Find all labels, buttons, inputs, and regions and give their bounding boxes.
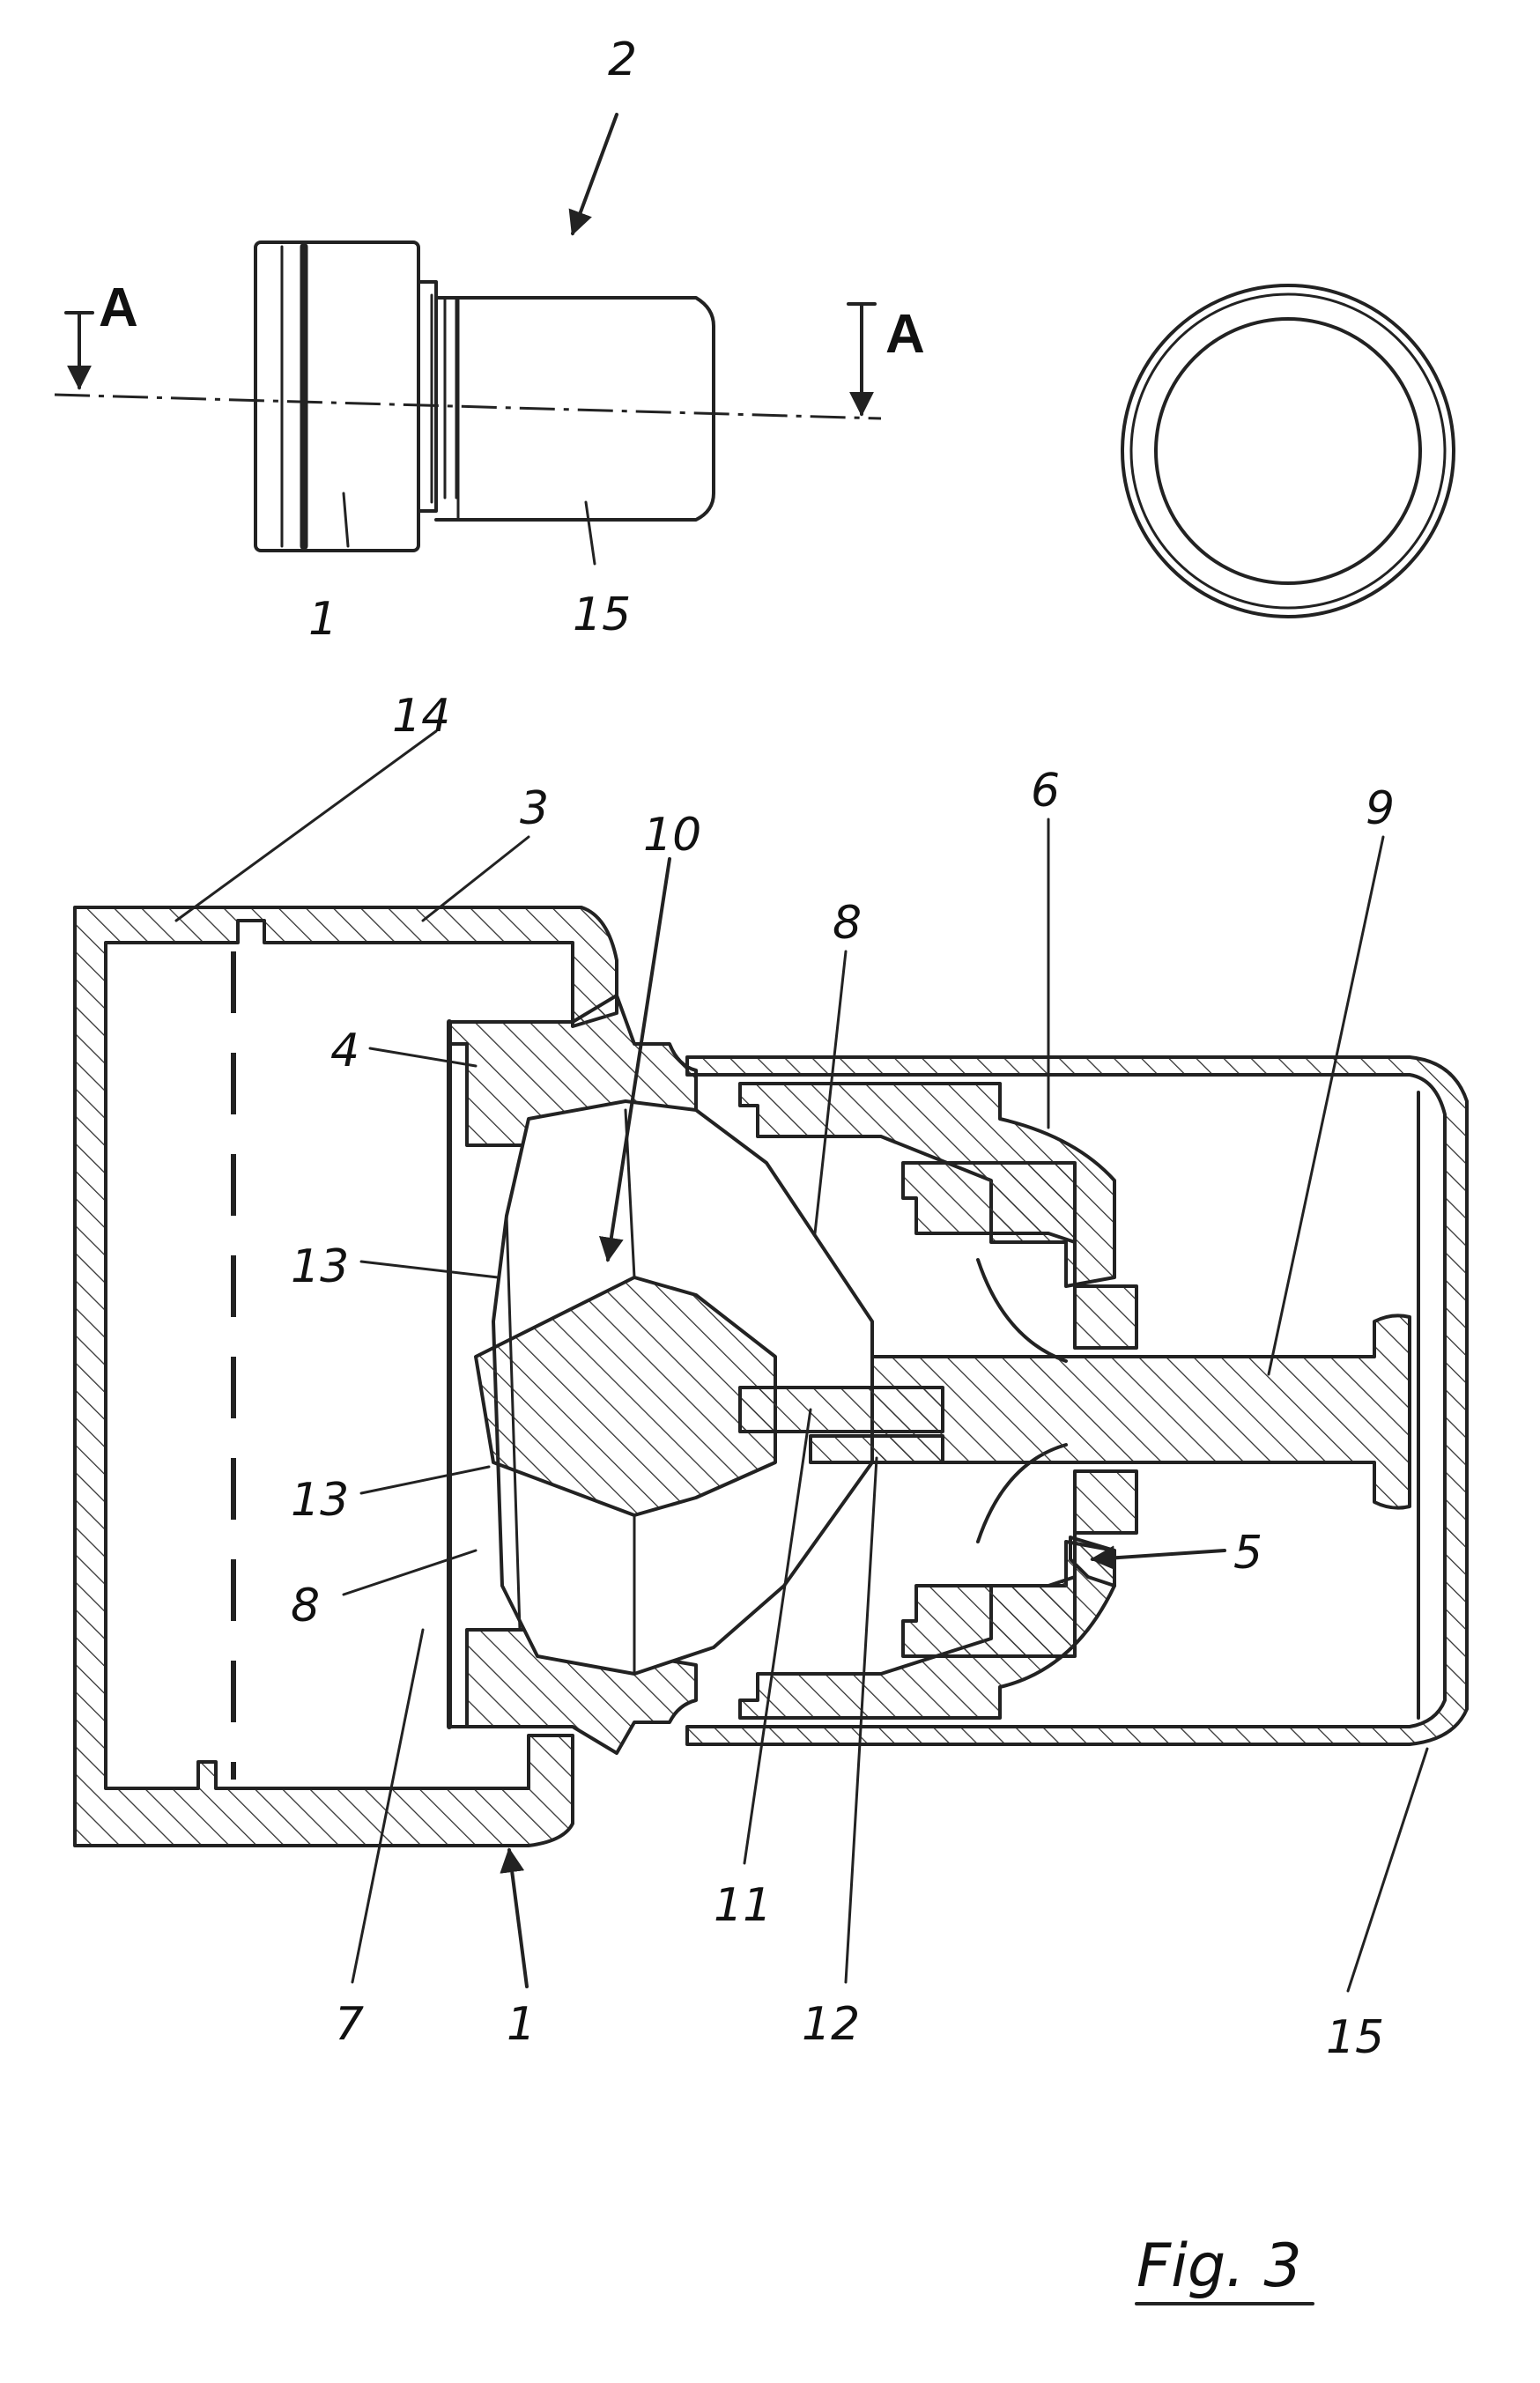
cage-arc-upper	[978, 1260, 1066, 1361]
end-view-outer-ring	[1122, 285, 1454, 617]
section-line-a-a	[55, 395, 881, 418]
leader-13-b	[361, 1467, 489, 1493]
leader-14	[176, 731, 436, 921]
leader-13-a	[361, 1262, 498, 1277]
label-15-bottom: 15	[1326, 2011, 1384, 2064]
leader-1-bottom	[509, 1850, 527, 1987]
pin-11	[740, 1388, 943, 1432]
label-1-top: 1	[308, 593, 337, 646]
end-view-outer-ring-inner	[1131, 294, 1445, 608]
label-2: 2	[608, 33, 637, 86]
label-7: 7	[335, 1998, 364, 2051]
label-5: 5	[1233, 1527, 1262, 1580]
label-12: 12	[802, 1998, 860, 2051]
label-13-a: 13	[291, 1240, 349, 1293]
label-10: 10	[643, 809, 701, 862]
leader-4	[370, 1048, 476, 1066]
figure-label: Fig. 3	[1136, 2231, 1302, 2301]
leader-15-bottom	[1348, 1749, 1427, 1991]
leader-12	[846, 1458, 877, 1982]
label-1-bottom: 1	[507, 1998, 536, 2051]
label-6: 6	[1031, 765, 1060, 818]
cross-section	[75, 907, 1467, 1846]
end-view	[1122, 285, 1454, 617]
leader-2	[573, 115, 617, 233]
leader-15-top	[586, 502, 595, 564]
end-view-inner-ring	[1156, 319, 1420, 583]
label-8-top: 8	[833, 897, 862, 950]
side-view-body	[255, 242, 418, 551]
side-view: A A	[55, 115, 925, 564]
label-14: 14	[392, 690, 450, 743]
leader-8-left	[344, 1550, 476, 1595]
section-mark-right: A	[885, 304, 925, 365]
label-3: 3	[520, 782, 549, 835]
label-4: 4	[330, 1025, 359, 1077]
label-11: 11	[714, 1879, 772, 1932]
side-view-sleeve	[436, 298, 714, 520]
leader-9	[1269, 837, 1383, 1374]
figure-caption: Fig. 3	[1136, 2231, 1313, 2304]
label-15-top: 15	[573, 588, 631, 641]
label-9: 9	[1366, 782, 1395, 835]
leader-1-top	[344, 493, 348, 546]
side-view-neck	[418, 282, 436, 511]
section-mark-left: A	[99, 278, 138, 338]
label-13-b: 13	[291, 1474, 349, 1527]
label-8-left: 8	[291, 1580, 320, 1632]
